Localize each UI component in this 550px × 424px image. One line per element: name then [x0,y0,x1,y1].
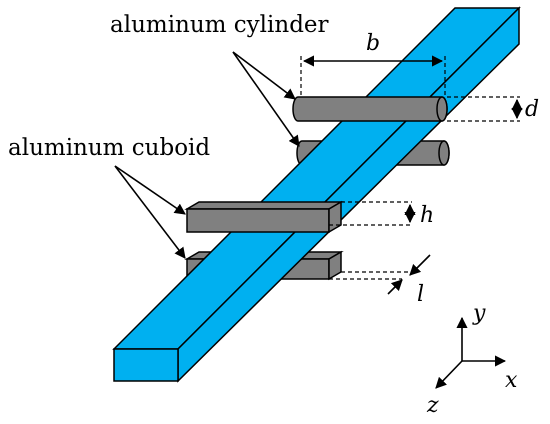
b-label: b [366,31,380,56]
dimension-h [329,201,416,226]
dimension-d [447,96,523,122]
beam [112,6,521,383]
z-axis-label: z [426,393,439,418]
dimension-l [329,254,431,295]
h-label: h [420,203,434,228]
cylinder-label: aluminum cylinder [110,12,329,38]
dimension-b [300,55,446,97]
d-label: d [525,97,539,122]
cuboid-pointer-arrows [114,165,186,259]
cuboid-label: aluminum cuboid [8,135,210,161]
upper-cuboid [184,200,344,234]
l-label: l [417,282,424,307]
x-axis-label: x [505,368,518,393]
y-axis-label: y [472,301,486,326]
cylinder-pointer-arrows [232,51,300,147]
axes-icon [435,316,507,389]
upper-cylinder [292,96,448,122]
